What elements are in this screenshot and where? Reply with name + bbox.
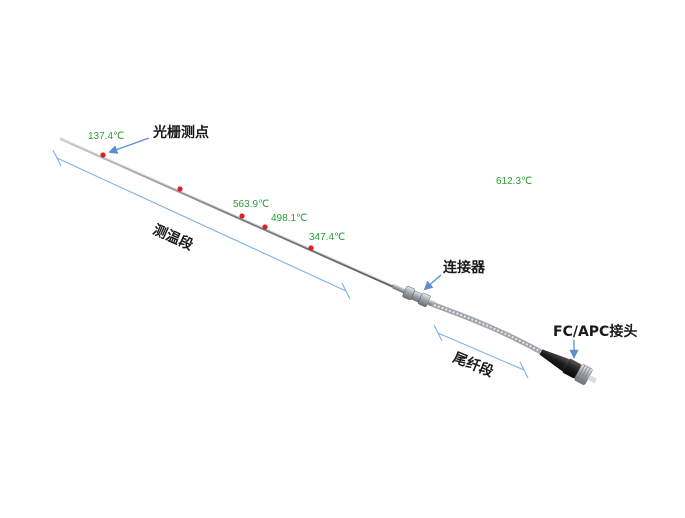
temperature-label-5: 612.3℃ [496, 176, 532, 187]
pigtail-cable-armor [433, 304, 542, 353]
fc-apc-ferrule [587, 375, 597, 383]
connector-nut-2 [417, 292, 431, 307]
connector-arrow [423, 274, 442, 291]
grating-point-arrow [108, 137, 150, 154]
connector-sleeve [392, 284, 407, 294]
temperature-label-1: 137.4℃ [88, 131, 124, 142]
connector-assembly [392, 284, 437, 308]
fc-apc-housing [562, 358, 582, 379]
sensing-segment-label: 测温段 [150, 221, 195, 254]
sensing-rod [59, 137, 394, 288]
grating-point-1 [100, 152, 106, 158]
grating-point-3 [239, 213, 245, 219]
grating-point-2 [177, 186, 183, 192]
temperature-label-3: 498.1℃ [271, 213, 307, 224]
sensing-segment-bracket [52, 149, 351, 300]
connector-callout: 连接器 [443, 259, 486, 276]
grating-point-callout: 光栅测点 [152, 124, 209, 141]
pigtail-segment-label: 尾纤段 [451, 349, 496, 380]
grating-point-4 [262, 224, 268, 230]
fc-apc-boot [539, 349, 570, 372]
sensing-rod-highlight [60, 137, 393, 286]
grating-point-5 [308, 245, 314, 251]
temperature-label-4: 347.4℃ [309, 232, 345, 243]
fc-apc-connector [539, 349, 597, 385]
pigtail-segment-bracket [433, 324, 529, 379]
pigtail-cable [431, 302, 544, 355]
fc-apc-callout: FC/APC接头 [553, 323, 637, 340]
temperature-label-2: 563.9℃ [233, 199, 269, 210]
